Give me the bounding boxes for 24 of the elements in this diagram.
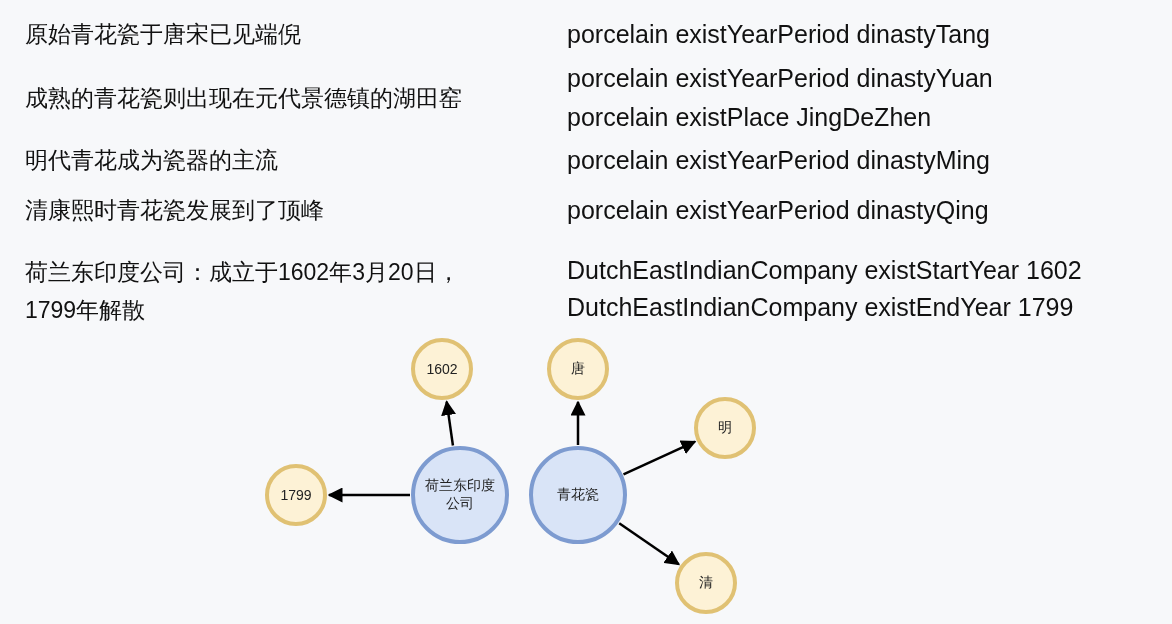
triple-text: porcelain existYearPeriod dinastyYuan: [567, 63, 993, 94]
triple-text: porcelain existPlace JingDeZhen: [567, 102, 932, 133]
entity-circle: 青花瓷: [529, 446, 627, 544]
triple-text: porcelain existYearPeriod dinastyTang: [567, 19, 990, 50]
arrow: [623, 440, 697, 476]
statement-text: 明代青花成为瓷器的主流: [25, 146, 278, 175]
triple-text: porcelain existYearPeriod dinastyQing: [567, 195, 989, 226]
arrow: [327, 487, 410, 503]
statement-text: 清康熙时青花瓷发展到了顶峰: [25, 196, 324, 225]
entity-circle: 清: [675, 552, 737, 614]
arrow: [618, 522, 681, 566]
entity-circle: 唐: [547, 338, 609, 400]
entity-circle: 荷兰东印度公司: [411, 446, 509, 544]
triple-text: DutchEastIndianCompany existStartYear 1602: [567, 255, 1082, 286]
entity-circle: 明: [694, 397, 756, 459]
entity-circle: 1602: [411, 338, 473, 400]
arrow: [441, 400, 456, 446]
statement-text: 荷兰东印度公司：成立于1602年3月20日，1799年解散: [25, 258, 461, 325]
arrow: [570, 400, 586, 445]
statement-text: 成熟的青花瓷则出现在元代景德镇的湖田窑: [25, 84, 462, 113]
triple-text: DutchEastIndianCompany existEndYear 1799: [567, 292, 1074, 323]
statement-text: 原始青花瓷于唐宋已见端倪: [25, 20, 301, 49]
entity-circle: 1799: [265, 464, 327, 526]
triple-text: porcelain existYearPeriod dinastyMing: [567, 145, 990, 176]
